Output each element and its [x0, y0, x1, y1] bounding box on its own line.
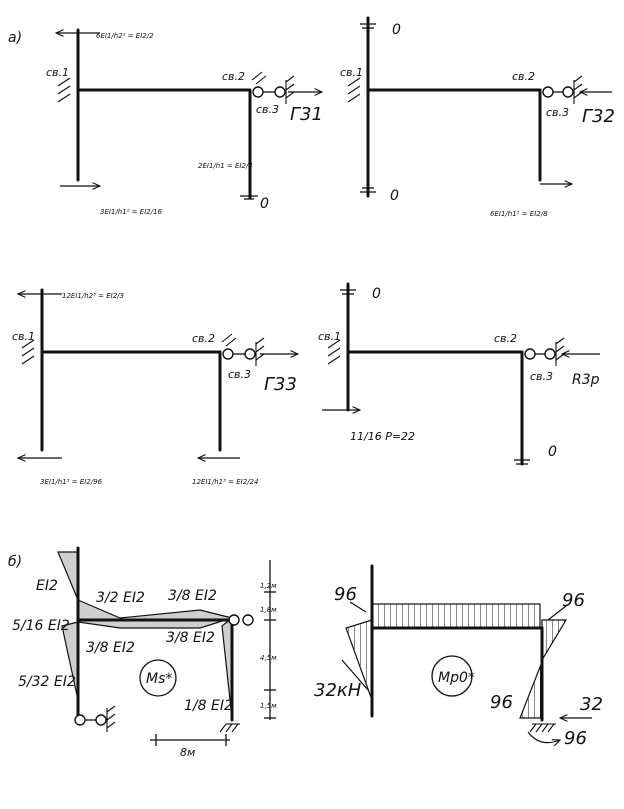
panel-mp: Mp0* 96 96 32кН 96 32 96: [314, 564, 603, 749]
hinge-icon: [95, 714, 107, 726]
moment-label: 2EI1/h1 = EI2/4: [198, 162, 253, 170]
node3-label: св.3: [546, 106, 569, 119]
dimension-label: 1,5м: [260, 702, 277, 710]
roller-support-icon: [106, 705, 116, 732]
reaction-label: Г33: [264, 374, 297, 395]
zero-label: 0: [390, 188, 399, 204]
hinge-icon: [74, 714, 86, 726]
leader-line: [547, 605, 567, 621]
moment-label: 96: [490, 692, 513, 713]
hinge-icon: [222, 348, 234, 360]
zero-label: 0: [392, 22, 401, 38]
moment-arrow-icon: [527, 731, 560, 743]
zero-label: 0: [260, 196, 269, 212]
node3-label: св.3: [228, 368, 251, 381]
moment-label: 6EI1/h2² = EI2/2: [96, 32, 154, 40]
moment-label: 3/8 EI2: [166, 630, 215, 646]
dimension-label: 1,8м: [260, 606, 277, 614]
moment-label: 5/16 EI2: [12, 618, 70, 634]
moment-label: 3EI1/h1³ = EI2/96: [40, 478, 103, 486]
node1-clamp-icon: [21, 339, 35, 365]
panel-r3p: св.1 св.2 св.3 0 0 11/16 P=22 R3p: [318, 282, 600, 466]
load-label: 11/16 P=22: [350, 430, 415, 443]
node2-clamp-icon: [221, 333, 237, 347]
ms-title: Ms*: [146, 671, 172, 687]
node1-clamp-icon: [347, 77, 361, 103]
zero-label: 0: [548, 444, 557, 460]
node2-label: св.2: [192, 332, 215, 345]
moment-label: 96: [562, 590, 585, 611]
panel-b-label: б): [8, 554, 22, 570]
force-label: 32кН: [314, 680, 362, 701]
node3-label: св.3: [530, 370, 553, 383]
dimension-label: 1,2м: [260, 582, 277, 590]
moment-diagram-area: [57, 551, 79, 601]
moment-label: 96: [334, 584, 357, 605]
leader-line: [349, 601, 367, 613]
hinge-icon: [542, 86, 554, 98]
hinge-icon: [228, 614, 240, 626]
moment-label: 5/32 EI2: [18, 674, 76, 690]
panel-r32: св.1 св.2 св.3 0 0 6EI1/h1² = EI2/8 Г32: [340, 16, 615, 218]
roller-support-icon: [285, 75, 295, 104]
zero-label: 0: [372, 286, 381, 302]
hinge-icon: [242, 614, 254, 626]
moment-label: 12EI1/h2³ = EI2/3: [62, 292, 124, 300]
moment-label: 96: [564, 728, 587, 749]
reaction-label: R3p: [572, 372, 600, 388]
node2-label: св.2: [512, 70, 535, 83]
node2-clamp-icon: [251, 71, 267, 85]
diagram-symbol-circle: [139, 659, 177, 697]
dimension-label: 4,5м: [260, 654, 277, 662]
panel-a-label: а): [8, 30, 22, 46]
node2-label: св.2: [222, 70, 245, 83]
moment-label: 1/8 EI2: [184, 698, 233, 714]
mp-title: Mp0*: [438, 670, 475, 686]
moment-label: 6EI1/h1² = EI2/8: [490, 210, 548, 218]
hinge-icon: [252, 86, 264, 98]
node1-label: св.1: [12, 330, 35, 343]
node1-clamp-icon: [327, 339, 341, 365]
moment-diagram-area: [371, 603, 541, 629]
moment-diagram-area: [519, 661, 543, 719]
diagram-symbol-circle: [431, 655, 473, 697]
clamp-icon: [529, 723, 556, 733]
moment-label: 3/8 EI2: [168, 588, 217, 604]
hinge-icon: [524, 348, 536, 360]
node1-clamp-icon: [57, 77, 71, 103]
clamp-icon: [219, 723, 240, 733]
dimension-label: 8м: [180, 746, 195, 759]
moment-label: 12EI1/h1³ = EI2/24: [192, 478, 258, 486]
node1-label: св.1: [340, 66, 363, 79]
reaction-label: Г32: [582, 106, 615, 127]
node1-label: св.1: [46, 66, 69, 79]
hinge-icon: [562, 86, 574, 98]
roller-support-icon: [555, 337, 565, 366]
roller-support-icon: [573, 75, 583, 104]
force-label: 32: [580, 694, 603, 715]
node3-label: св.3: [256, 103, 279, 116]
hinge-icon: [274, 86, 286, 98]
node2-label: св.2: [494, 332, 517, 345]
leader-line: [341, 659, 369, 691]
moment-diagram-area: [541, 619, 568, 663]
panel-r33: св.1 св.2 св.3 12EI1/h2³ = EI2/3 3EI1/h1…: [12, 288, 298, 486]
moment-label: 3EI1/h1² = EI2/16: [100, 208, 163, 216]
panel-r31: а) св.1 св.2 св.3 6EI1/h2² = EI2/2 2EI1/…: [8, 28, 323, 216]
panel-ms: б) Ms* EI2 5/16 EI2 5/32 EI2 3/: [8, 546, 277, 759]
roller-support-icon: [255, 337, 265, 366]
moment-label: EI2: [36, 578, 58, 594]
hinge-icon: [544, 348, 556, 360]
moment-label: 3/2 EI2: [96, 590, 145, 606]
moment-label: 3/8 EI2: [86, 640, 135, 656]
node1-label: св.1: [318, 330, 341, 343]
hinge-icon: [244, 348, 256, 360]
reaction-label: Г31: [290, 104, 323, 125]
